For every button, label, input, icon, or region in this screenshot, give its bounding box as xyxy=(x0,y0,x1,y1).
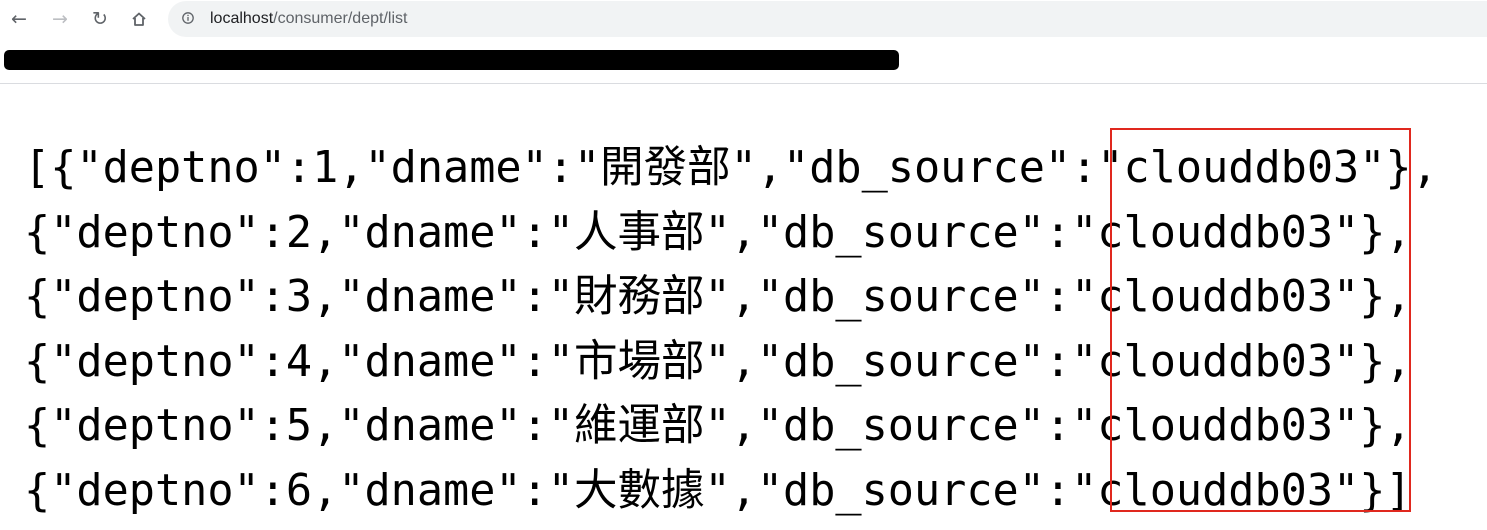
url-path: /consumer/dept/list xyxy=(273,10,408,27)
reload-icon[interactable]: ↻ xyxy=(92,7,108,30)
browser-toolbar: ← → ↻ localhost/consumer/dept/list xyxy=(0,0,1487,42)
home-icon[interactable] xyxy=(126,6,152,32)
json-line: {"deptno":4,"dname":"市場部","db_source":"c… xyxy=(24,336,1412,387)
json-line: {"deptno":3,"dname":"財務部","db_source":"c… xyxy=(24,272,1412,322)
json-line: {"deptno":6,"dname":"大數據","db_source":"c… xyxy=(24,465,1412,516)
json-line: {"deptno":5,"dname":"維運部","db_source":"c… xyxy=(24,401,1412,451)
json-line: [{"deptno":1,"dname":"開發部","db_source":"… xyxy=(24,143,1438,193)
home-icon-glyph xyxy=(132,12,146,26)
redacted-bookmarks xyxy=(4,50,899,70)
json-line: {"deptno":2,"dname":"人事部","db_source":"c… xyxy=(24,207,1412,258)
back-arrow-icon[interactable]: ← xyxy=(11,7,27,30)
address-bar[interactable]: localhost/consumer/dept/list xyxy=(168,1,1487,37)
url-text[interactable]: localhost/consumer/dept/list xyxy=(210,10,407,28)
url-host: localhost xyxy=(210,10,274,27)
info-icon[interactable] xyxy=(182,12,194,24)
json-response: [{"deptno":1,"dname":"開發部","db_source":"… xyxy=(24,136,1438,523)
forward-arrow-icon[interactable]: → xyxy=(52,7,68,30)
bookmarks-bar xyxy=(0,42,1487,84)
